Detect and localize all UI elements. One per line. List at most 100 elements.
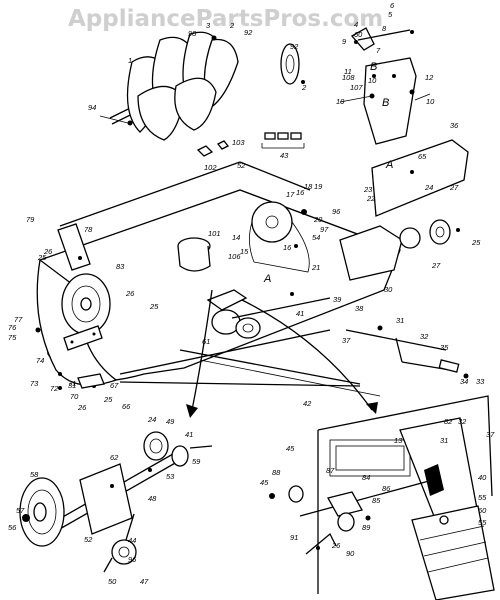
callout-78: 78: [84, 225, 93, 234]
callout-25: 25: [103, 395, 113, 404]
callout-103: 103: [232, 138, 245, 147]
callout-55: 55: [478, 518, 487, 527]
callout-91: 91: [290, 533, 298, 542]
callout-92: 92: [290, 42, 299, 51]
callout-13: 13: [394, 436, 403, 445]
auger-assembly: [99, 31, 305, 157]
callout-48: 48: [148, 494, 157, 503]
callout-75: 75: [8, 333, 17, 342]
callout-32: 32: [420, 332, 429, 341]
callout-88: 88: [272, 468, 281, 477]
callout-65: 65: [418, 152, 427, 161]
callout-107: 107: [350, 83, 363, 92]
callout-52: 52: [237, 161, 246, 170]
callout-89: 89: [362, 523, 371, 532]
callout-26: 26: [43, 247, 53, 256]
callout-35: 35: [440, 343, 449, 352]
sprocket-chain: [249, 201, 310, 273]
callout-31: 31: [440, 436, 448, 445]
callout-32: 32: [458, 417, 467, 426]
callout-87: 87: [326, 466, 335, 475]
callout-60: 60: [478, 506, 487, 515]
callout-1: 1: [128, 56, 132, 65]
callout-73: 73: [30, 379, 39, 388]
callout-24: 24: [424, 183, 433, 192]
chute-crank-bracket: [339, 27, 431, 145]
callout-6: 6: [390, 1, 395, 10]
callout-101: 101: [208, 229, 221, 238]
frame-rails: [119, 329, 381, 397]
callout-15: 15: [240, 247, 249, 256]
callout-11: 11: [344, 67, 352, 76]
callout-79: 79: [26, 215, 35, 224]
callout-61: 61: [202, 337, 210, 346]
callout-98: 98: [188, 29, 197, 38]
callout-labels: 1 2 2 3 4 5 6 7 8 9 10 10 10 11 12 13 14…: [8, 1, 495, 586]
callout-33: 33: [476, 377, 485, 386]
callout-18: 18: [304, 182, 313, 191]
chute-plate: [371, 139, 469, 217]
callout-26: 26: [77, 403, 87, 412]
callout-59: 59: [192, 457, 201, 466]
callout-2: 2: [229, 21, 235, 30]
callout-2: 2: [301, 83, 307, 92]
watermark: AppliancePartsPros.com: [68, 6, 383, 32]
callout-96: 96: [128, 555, 137, 564]
callout-16: 16: [296, 188, 305, 197]
callout-24: 24: [147, 415, 156, 424]
auger-housing: [35, 161, 401, 390]
chute-base: [177, 237, 211, 272]
callout-90: 90: [346, 549, 355, 558]
callout-84: 84: [362, 473, 370, 482]
callout-41: 41: [296, 309, 304, 318]
callout-57: 57: [16, 506, 25, 515]
callout-31: 31: [68, 381, 76, 390]
callout-25: 25: [149, 302, 159, 311]
callout-54: 54: [312, 233, 320, 242]
spring-pins: [261, 132, 305, 149]
callout-62: 62: [110, 453, 119, 462]
callout-12: 12: [425, 73, 434, 82]
callout-56: 56: [8, 523, 17, 532]
callout-10: 10: [336, 97, 345, 106]
callout-20: 20: [313, 215, 323, 224]
callout-37: 37: [342, 336, 351, 345]
callout-53: 53: [166, 472, 175, 481]
callout-92: 92: [244, 28, 253, 37]
callout-21: 21: [311, 263, 320, 272]
callout-43: 43: [280, 151, 289, 160]
callout-60: 60: [354, 30, 363, 39]
letter-b: B: [370, 61, 377, 73]
callout-49: 49: [166, 417, 175, 426]
callout-85: 85: [372, 496, 381, 505]
callout-36: 36: [450, 121, 459, 130]
callout-76: 76: [8, 323, 17, 332]
callout-26: 26: [125, 289, 135, 298]
callout-27: 27: [449, 183, 459, 192]
callout-38: 38: [355, 304, 364, 313]
callout-22: 22: [366, 194, 376, 203]
letter-a: A: [385, 159, 393, 171]
callout-4: 4: [354, 20, 358, 29]
callout-9: 9: [342, 37, 347, 46]
callout-42: 42: [303, 399, 312, 408]
callout-5: 5: [388, 10, 393, 19]
callout-106: 106: [228, 252, 241, 261]
callout-17: 17: [286, 190, 295, 199]
callout-25: 25: [37, 253, 47, 262]
callout-77: 77: [14, 315, 23, 324]
callout-86: 86: [382, 484, 391, 493]
callout-83: 83: [116, 262, 125, 271]
idler-bracket: [339, 219, 460, 281]
callout-7: 7: [376, 46, 381, 55]
callout-50: 50: [108, 577, 117, 586]
callout-82: 82: [444, 417, 453, 426]
pulley-detail: [19, 431, 213, 573]
callout-102: 102: [204, 163, 217, 172]
callout-10: 10: [368, 76, 377, 85]
callout-71: 71: [68, 379, 76, 388]
callout-31: 31: [396, 316, 404, 325]
callout-55: 55: [478, 493, 487, 502]
callout-97: 97: [320, 225, 329, 234]
